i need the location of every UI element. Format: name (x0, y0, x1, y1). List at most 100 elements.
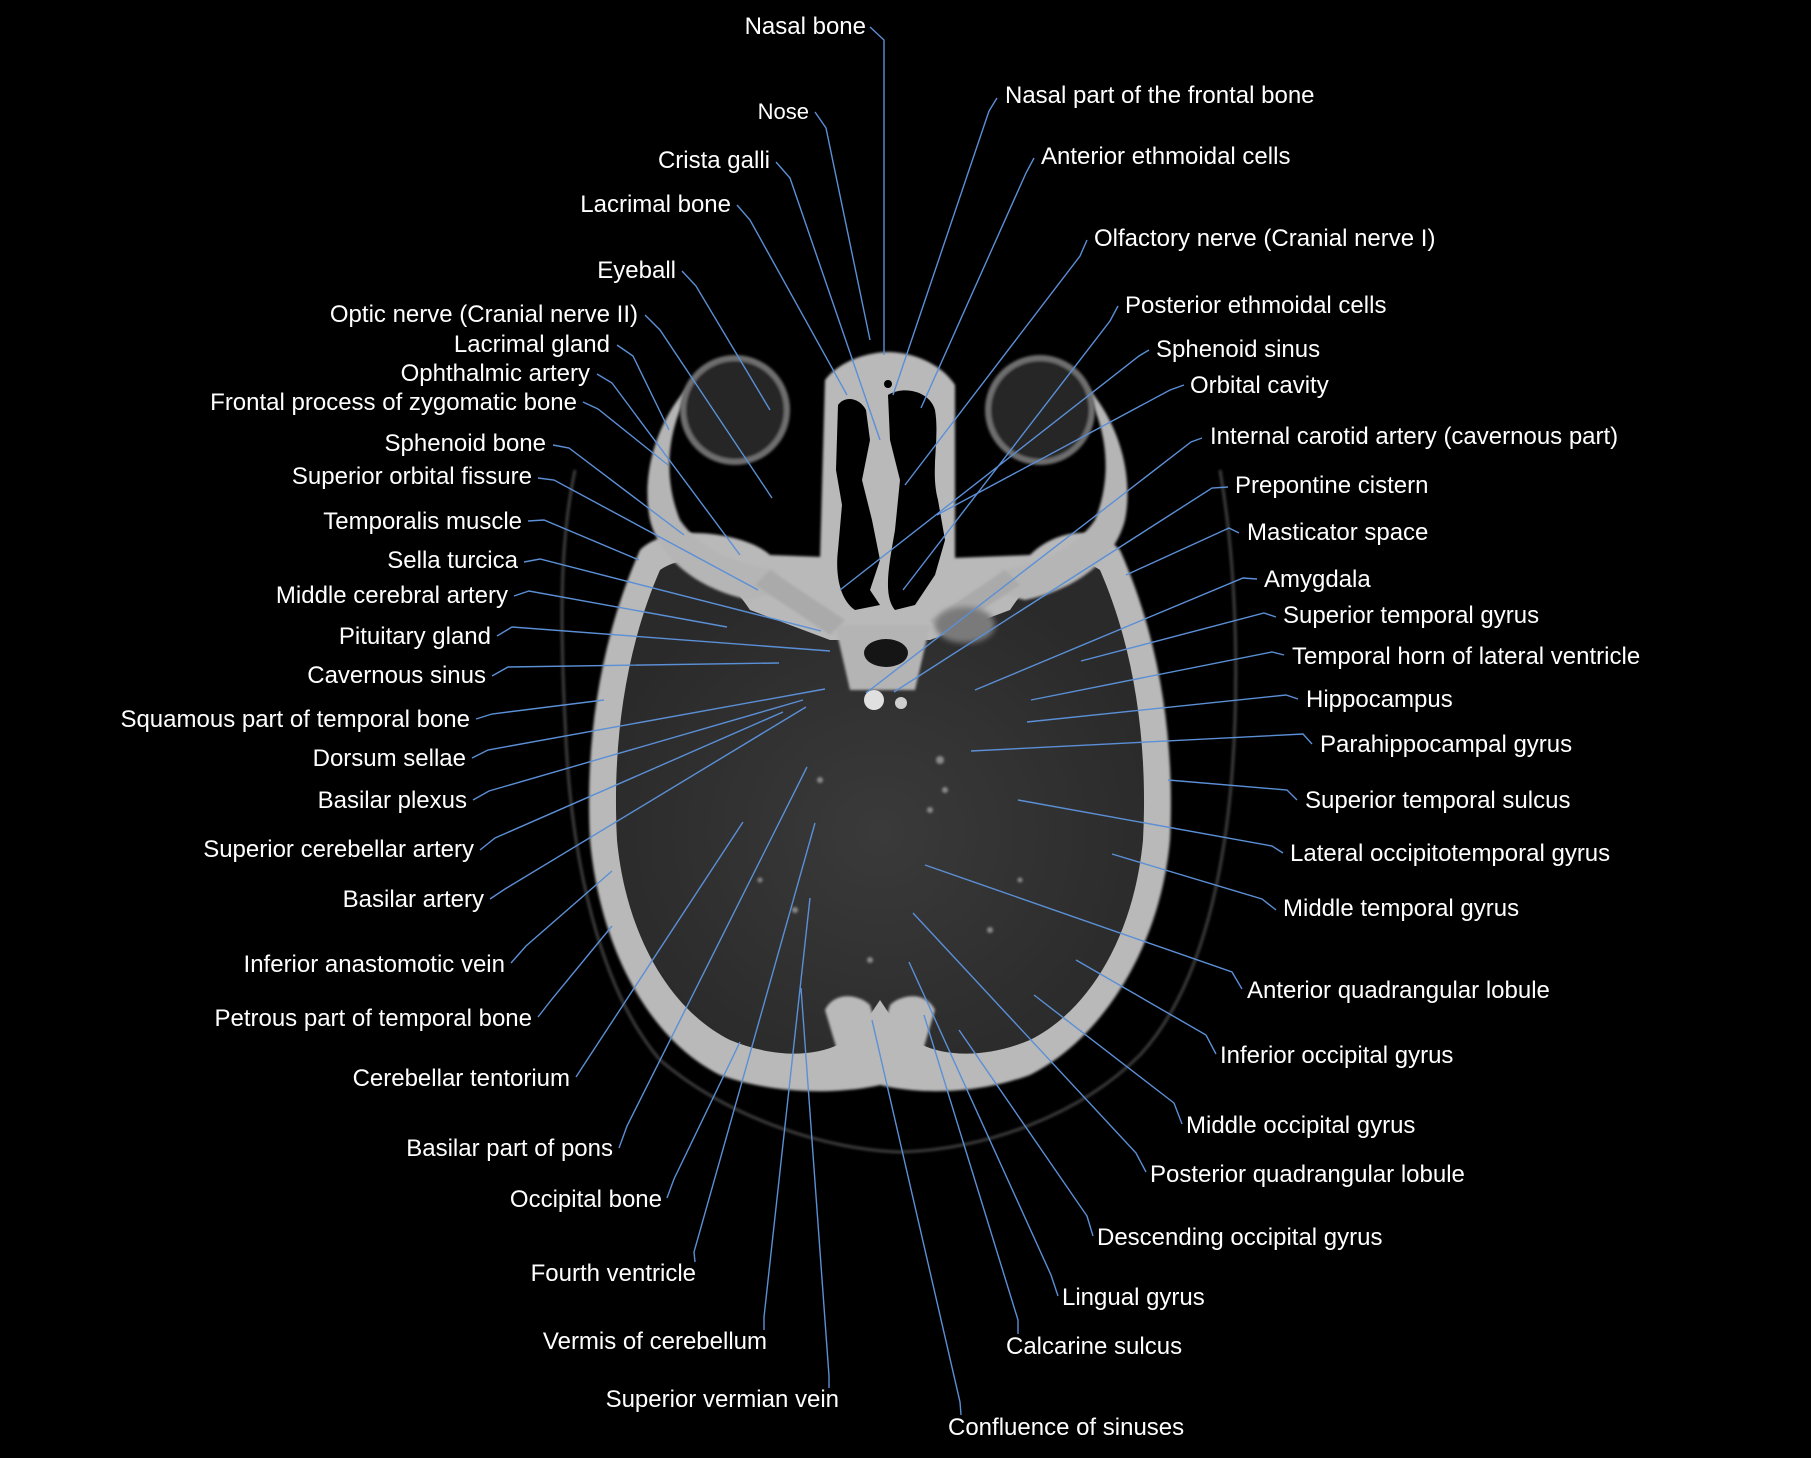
label-posterior-quadrangular-lobule: Posterior quadrangular lobule (1150, 1161, 1465, 1188)
label-lacrimal-bone: Lacrimal bone (580, 191, 731, 218)
leader-line-lateral-occipitotemporal-gyrus (1017, 799, 1284, 854)
leader-line-ophthalmic-artery (596, 373, 741, 556)
label-superior-vermian-vein: Superior vermian vein (605, 1386, 839, 1413)
leader-line-pituitary-gland (496, 626, 831, 652)
leader-line-superior-vermian-vein (800, 987, 830, 1388)
label-inferior-occipital-gyrus: Inferior occipital gyrus (1220, 1042, 1454, 1069)
label-superior-orbital-fissure: Superior orbital fissure (291, 463, 532, 490)
label-lingual-gyrus: Lingual gyrus (1062, 1284, 1205, 1311)
label-basilar-artery: Basilar artery (342, 886, 484, 913)
leader-line-middle-occipital-gyrus (1033, 994, 1183, 1125)
label-pituitary-gland: Pituitary gland (338, 623, 491, 650)
leader-line-lingual-gyrus (908, 961, 1059, 1297)
leader-line-sella-turcica (523, 558, 822, 632)
leader-line-nasal-bone (869, 26, 885, 355)
label-optic-nerve-cranial-nerve-ii: Optic nerve (Cranial nerve II) (329, 301, 638, 328)
label-inferior-anastomotic-vein: Inferior anastomotic vein (243, 951, 505, 978)
label-nasal-part-of-the-frontal-bone: Nasal part of the frontal bone (1005, 82, 1315, 109)
skull-bone (589, 533, 1171, 1092)
label-amygdala: Amygdala (1264, 566, 1371, 593)
leader-line-nose (814, 111, 871, 341)
label-calcarine-sulcus: Calcarine sulcus (1006, 1333, 1183, 1360)
label-olfactory-nerve-cranial-nerve-i: Olfactory nerve (Cranial nerve I) (1094, 225, 1436, 252)
leader-line-amygdala (974, 577, 1258, 691)
label-superior-temporal-gyrus: Superior temporal gyrus (1283, 602, 1540, 629)
leader-line-frontal-process-of-zygomatic-bone (582, 401, 669, 466)
label-fourth-ventricle: Fourth ventricle (530, 1260, 696, 1287)
leader-line-basilar-artery (489, 706, 807, 900)
leader-line-superior-orbital-fissure (537, 477, 759, 591)
label-cerebellar-tentorium: Cerebellar tentorium (352, 1065, 570, 1092)
label-basilar-plexus: Basilar plexus (317, 787, 467, 814)
leader-line-hippocampus (1026, 694, 1299, 723)
label-middle-cerebral-artery: Middle cerebral artery (275, 582, 508, 609)
vessel-highlights (757, 756, 1023, 963)
leader-line-masticator-space (1125, 527, 1240, 576)
label-orbital-cavity: Orbital cavity (1190, 372, 1329, 399)
label-sella-turcica: Sella turcica (387, 547, 518, 574)
leader-line-olfactory-nerve-cranial-nerve-i (904, 239, 1088, 486)
leader-line-internal-carotid-artery-cavernous-part (865, 437, 1203, 694)
leader-line-basilar-plexus (472, 699, 804, 801)
leader-line-posterior-quadrangular-lobule (912, 912, 1147, 1173)
label-superior-temporal-sulcus: Superior temporal sulcus (1305, 787, 1571, 814)
label-middle-temporal-gyrus: Middle temporal gyrus (1283, 895, 1520, 922)
label-petrous-part-of-temporal-bone: Petrous part of temporal bone (214, 1005, 532, 1032)
leader-line-posterior-ethmoidal-cells (902, 305, 1119, 591)
leader-line-optic-nerve-cranial-nerve-ii (644, 314, 773, 499)
leader-line-calcarine-sulcus (923, 1014, 1019, 1334)
label-nose: Nose (757, 99, 809, 124)
label-temporal-horn-of-lateral-ventricle: Temporal horn of lateral ventricle (1292, 643, 1641, 670)
label-parahippocampal-gyrus: Parahippocampal gyrus (1320, 731, 1573, 758)
label-nasal-bone: Nasal bone (744, 13, 866, 40)
leader-line-cerebellar-tentorium (575, 821, 744, 1078)
leader-line-petrous-part-of-temporal-bone (537, 925, 613, 1018)
label-ophthalmic-artery: Ophthalmic artery (400, 360, 590, 387)
leader-line-cavernous-sinus (491, 662, 780, 677)
label-vermis-of-cerebellum: Vermis of cerebellum (542, 1328, 767, 1355)
leader-line-superior-temporal-gyrus (1080, 612, 1277, 662)
leader-line-nasal-part-of-the-frontal-bone (892, 97, 998, 396)
label-lacrimal-gland: Lacrimal gland (453, 331, 610, 358)
label-prepontine-cistern: Prepontine cistern (1235, 472, 1429, 499)
leader-lines (471, 26, 1313, 1416)
leader-line-temporal-horn-of-lateral-ventricle (1030, 651, 1285, 701)
label-masticator-space: Masticator space (1247, 519, 1429, 546)
facial-bones (647, 352, 1128, 710)
leader-line-fourth-ventricle (693, 822, 816, 1263)
leader-line-crista-galli (775, 161, 881, 441)
label-squamous-part-of-temporal-bone: Squamous part of temporal bone (120, 706, 470, 733)
leader-line-parahippocampal-gyrus (970, 733, 1313, 752)
leader-line-occipital-bone (666, 1041, 741, 1199)
label-sphenoid-sinus: Sphenoid sinus (1156, 336, 1321, 363)
leader-line-prepontine-cistern (893, 486, 1229, 693)
leader-line-superior-cerebellar-artery (479, 711, 784, 851)
leader-line-basilar-part-of-pons (618, 766, 808, 1149)
leader-line-squamous-part-of-temporal-bone (475, 699, 605, 720)
label-lateral-occipitotemporal-gyrus: Lateral occipitotemporal gyrus (1290, 840, 1611, 867)
leader-line-vermis-of-cerebellum (763, 897, 811, 1330)
leader-line-sphenoid-sinus (839, 349, 1150, 591)
label-anterior-ethmoidal-cells: Anterior ethmoidal cells (1041, 143, 1291, 170)
label-superior-cerebellar-artery: Superior cerebellar artery (203, 836, 474, 863)
label-confluence-of-sinuses: Confluence of sinuses (948, 1414, 1185, 1441)
leader-line-middle-cerebral-artery (513, 590, 728, 628)
leader-line-confluence-of-sinuses (871, 1019, 962, 1416)
leader-line-dorsum-sellae (471, 688, 826, 759)
label-frontal-process-of-zygomatic-bone: Frontal process of zygomatic bone (210, 389, 577, 416)
label-anterior-quadrangular-lobule: Anterior quadrangular lobule (1247, 977, 1550, 1004)
label-temporalis-muscle: Temporalis muscle (323, 508, 522, 535)
label-occipital-bone: Occipital bone (509, 1186, 662, 1213)
leader-line-lacrimal-bone (736, 204, 848, 396)
leader-line-descending-occipital-gyrus (958, 1029, 1094, 1237)
leader-line-anterior-ethmoidal-cells (920, 157, 1035, 409)
label-cavernous-sinus: Cavernous sinus (307, 662, 486, 689)
label-sphenoid-bone: Sphenoid bone (384, 430, 546, 457)
label-descending-occipital-gyrus: Descending occipital gyrus (1097, 1224, 1383, 1251)
leader-line-inferior-anastomotic-vein (510, 870, 613, 964)
label-hippocampus: Hippocampus (1306, 686, 1453, 713)
label-eyeball: Eyeball (597, 257, 676, 284)
leader-line-lacrimal-gland (616, 344, 670, 431)
